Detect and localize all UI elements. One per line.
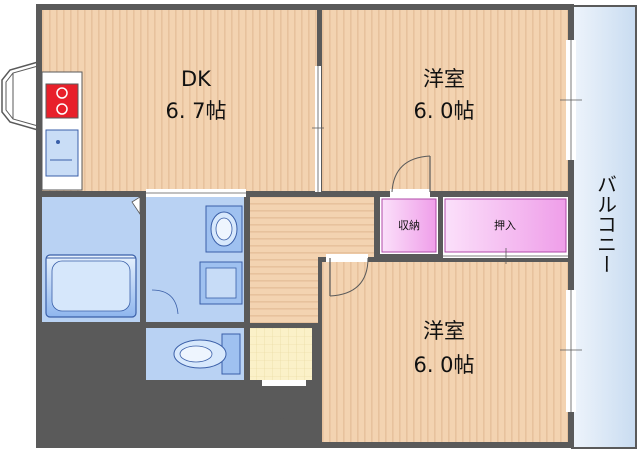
balcony-window-bottom bbox=[560, 290, 582, 412]
western-bottom-name: 洋室 bbox=[423, 319, 465, 343]
western-top-size: 6. 0帖 bbox=[413, 99, 474, 123]
balcony: バルコニー bbox=[571, 5, 637, 449]
dk-name: DK bbox=[181, 67, 212, 91]
western-room-bottom bbox=[322, 262, 568, 442]
entrance bbox=[250, 328, 312, 380]
western-bottom-label: 洋室 6. 0帖 bbox=[413, 319, 474, 377]
western-bottom-size: 6. 0帖 bbox=[413, 353, 474, 377]
toilet bbox=[173, 333, 241, 375]
dk-label: DK 6. 7帖 bbox=[165, 67, 226, 123]
storage-shuno-label: 収納 bbox=[398, 219, 420, 232]
door-western-top bbox=[390, 155, 431, 197]
hallway-lower bbox=[250, 257, 318, 323]
closet-oshiire bbox=[444, 198, 567, 253]
balcony-window-top bbox=[560, 40, 582, 160]
bathtub bbox=[45, 254, 137, 318]
bath-door bbox=[131, 196, 141, 216]
kitchen-counter bbox=[41, 71, 83, 191]
western-top-name: 洋室 bbox=[423, 67, 465, 91]
dk-room bbox=[42, 10, 317, 191]
stove-icon bbox=[45, 83, 79, 119]
washbasin bbox=[205, 205, 243, 253]
closet-oshiire-label: 押入 bbox=[494, 218, 516, 232]
washroom-door-swing bbox=[151, 289, 179, 315]
western-room-top bbox=[322, 10, 568, 191]
balcony-label: バルコニー bbox=[594, 174, 618, 274]
western-top-label: 洋室 6. 0帖 bbox=[413, 67, 474, 123]
entrance-door bbox=[262, 380, 306, 423]
bay-window bbox=[1, 61, 39, 131]
door-western-bottom bbox=[326, 254, 369, 297]
dk-size: 6. 7帖 bbox=[165, 99, 226, 123]
storage-shuno bbox=[381, 198, 437, 253]
washing-machine-space bbox=[199, 261, 243, 305]
hallway bbox=[250, 197, 374, 257]
sink-icon bbox=[45, 129, 79, 177]
